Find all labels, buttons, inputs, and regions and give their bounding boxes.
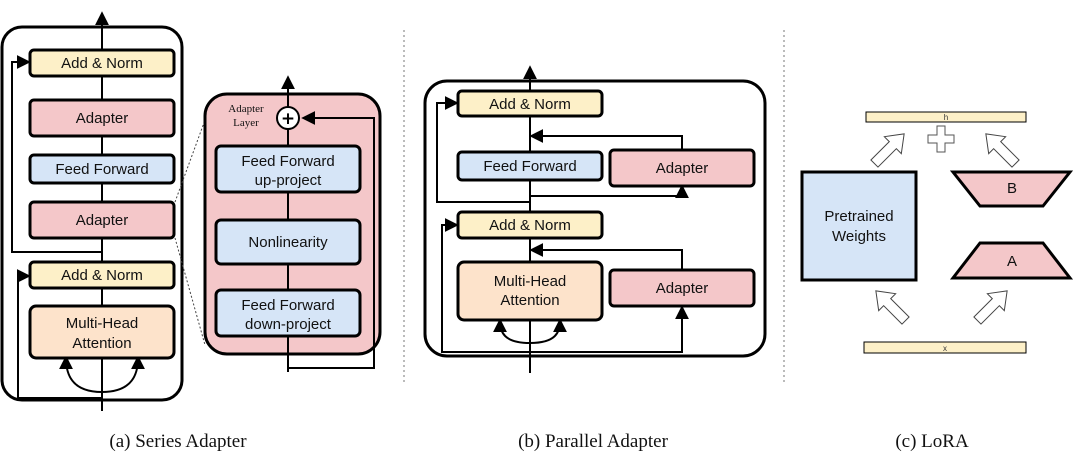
parallel-add-norm-top <box>456 89 604 118</box>
arrow-x-to-weights-icon <box>875 290 910 325</box>
parallel-adapter-bottom <box>608 268 756 308</box>
lora-h-bar <box>865 111 1027 123</box>
series-adapter-panel: Add & Norm Adapter Feed Forward Adapter … <box>0 11 247 452</box>
parallel-mha-line1: Multi-Head <box>494 273 567 290</box>
lora-sum-icon <box>927 125 955 153</box>
nonlinearity-label: Nonlinearity <box>248 234 328 251</box>
lora-b-label: B <box>1007 180 1017 197</box>
pretrained-line1: Pretrained <box>824 208 893 225</box>
series-add-norm-top-label: Add & Norm <box>61 55 143 72</box>
lora-h-label: h <box>944 113 948 122</box>
pretrained-line2: Weights <box>832 228 886 245</box>
parallel-multi-head-attention <box>456 260 604 322</box>
parallel-caption: (b) Parallel Adapter <box>518 431 669 452</box>
series-feed-forward <box>28 153 176 185</box>
residual-add-icon <box>276 106 300 130</box>
adapter-layer-label-2: Layer <box>233 117 259 129</box>
parallel-add-norm-mid-label: Add & Norm <box>489 217 571 234</box>
parallel-adapter-bottom-label: Adapter <box>656 280 709 297</box>
series-adapter-top <box>28 98 176 138</box>
lora-a-label: A <box>1007 253 1017 270</box>
series-adapter-mid-label: Adapter <box>76 212 129 229</box>
series-multi-head-attention <box>28 304 176 360</box>
nonlinearity-box <box>214 218 362 266</box>
ff-up-line2: up-project <box>255 172 323 189</box>
series-outer-frame <box>0 25 184 402</box>
parallel-feed-forward <box>456 150 604 182</box>
lora-x-label: x <box>943 344 947 353</box>
lora-b-matrix <box>949 170 1074 208</box>
parallel-feed-forward-label: Feed Forward <box>483 158 576 175</box>
lora-a-matrix <box>949 241 1074 280</box>
pretrained-weights-box <box>800 170 918 282</box>
series-add-norm-top <box>28 48 176 78</box>
series-add-norm-bottom-label: Add & Norm <box>61 267 143 284</box>
series-feed-forward-label: Feed Forward <box>55 161 148 178</box>
parallel-mha-line2: Attention <box>500 292 559 309</box>
lora-caption: (c) LoRA <box>895 431 969 452</box>
plus-icon: + <box>281 109 295 129</box>
arrow-weights-to-h-icon <box>870 133 905 168</box>
parallel-add-norm-top-label: Add & Norm <box>489 96 571 113</box>
ff-down-line2: down-project <box>245 316 332 333</box>
series-add-norm-bottom <box>28 260 176 290</box>
ff-down-project <box>214 288 362 338</box>
ff-up-line1: Feed Forward <box>241 153 334 170</box>
parallel-adapter-top <box>608 148 756 188</box>
series-adapter-mid <box>28 200 176 240</box>
series-caption: (a) Series Adapter <box>109 431 247 452</box>
adapter-layer-detail: + Adapter Layer Feed Forward up-project … <box>203 75 382 372</box>
series-adapter-top-label: Adapter <box>76 110 129 127</box>
parallel-adapter-top-label: Adapter <box>656 160 709 177</box>
arrow-x-to-a-icon <box>973 290 1008 325</box>
lora-panel: h Pretrained Weights B A x (c) LoRA <box>800 111 1074 452</box>
parallel-outer-frame <box>423 79 767 358</box>
parallel-adapter-panel: Add & Norm Feed Forward Adapter Add & No… <box>423 65 767 452</box>
ff-up-project <box>214 144 362 194</box>
parallel-add-norm-mid <box>456 210 604 240</box>
arrow-b-to-h-icon <box>985 133 1020 168</box>
adapter-layer-label-1: Adapter <box>228 103 264 115</box>
lora-x-bar <box>863 341 1027 354</box>
series-mha-line1: Multi-Head <box>66 315 139 332</box>
series-mha-line2: Attention <box>72 335 131 352</box>
ff-down-line1: Feed Forward <box>241 297 334 314</box>
